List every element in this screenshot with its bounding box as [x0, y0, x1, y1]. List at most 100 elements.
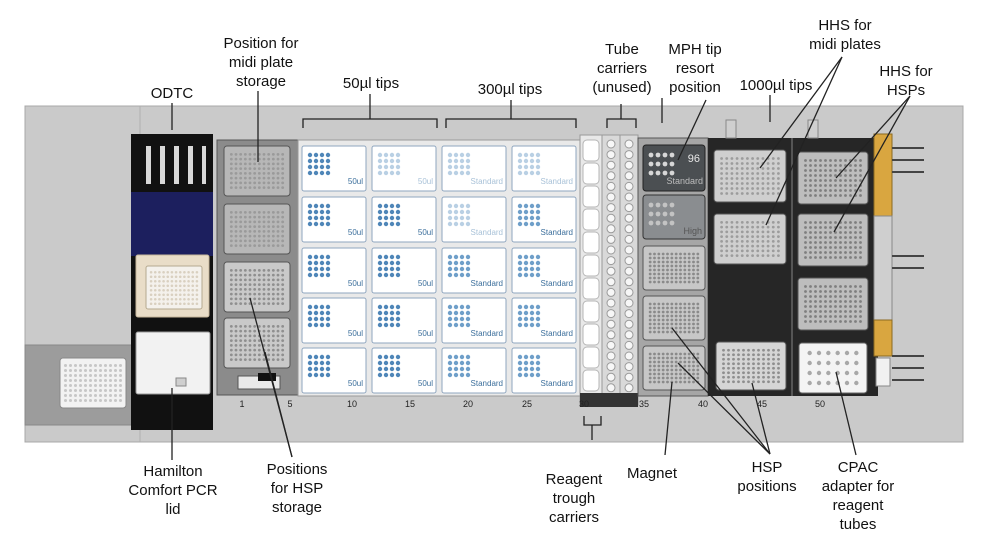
tip-dot [383, 354, 389, 360]
storage-plate-well [229, 181, 233, 185]
odtc-well [195, 293, 199, 297]
storage-plate-well [243, 225, 247, 229]
tip-dot [465, 272, 471, 278]
hhs-hsp-plate-well [839, 184, 842, 187]
hhs-midi-plate-well [720, 157, 723, 160]
tip-dot [325, 272, 331, 278]
storage-plate-well [276, 167, 280, 171]
odtc-well [158, 275, 161, 279]
tip-dot [447, 310, 453, 316]
hhs-hsp-plate-well [849, 194, 852, 197]
hhs-hsp-plate-well [777, 375, 780, 379]
storage-plate-well [234, 268, 238, 272]
tip-dot [529, 170, 535, 176]
hhs-hsp-plate-well [859, 221, 862, 224]
hhs-hsp-plate-well [824, 221, 827, 224]
storage-plate-well [281, 278, 285, 282]
storage-plate-well [229, 353, 233, 357]
mph-high-label: High [683, 226, 702, 236]
storage-plate-well [243, 343, 247, 347]
storage-plate-well [248, 358, 252, 362]
lid-plate-well [94, 379, 97, 382]
storage-plate-well [281, 157, 285, 161]
hhs-hsp-plate-well [834, 300, 837, 303]
magnet-plate-well [674, 260, 678, 264]
storage-plate-well [229, 302, 233, 306]
storage-plate [223, 203, 291, 255]
storage-plate-well [257, 176, 261, 180]
hhs-hsp-plate-well [752, 353, 755, 357]
storage-plate-well [243, 167, 247, 171]
tip-dot [465, 164, 471, 170]
storage-plate-well [257, 268, 261, 272]
hhs-hsp-plate-well [824, 226, 827, 229]
storage-plate-well [239, 268, 243, 272]
tip-dot [377, 304, 383, 310]
magnet-plate-well [696, 318, 700, 322]
tip-dot [453, 158, 459, 164]
hhs-midi-plate-well [720, 182, 723, 185]
lid-plate-well [109, 384, 112, 387]
hhs-midi-plate-well [735, 225, 739, 229]
tip-dot [319, 170, 325, 176]
hhs-hsp-plate-well [767, 362, 770, 366]
tip-dot [377, 310, 383, 316]
magnet-plate-well [657, 376, 661, 380]
hhs-midi-plate-well [725, 244, 729, 248]
hhs-hsp-plate-well [809, 221, 812, 224]
lid-plate-well [104, 394, 107, 397]
tip-dot [389, 304, 395, 310]
storage-plate-well [253, 292, 257, 296]
hhs-hsp-plate-well [809, 300, 812, 303]
storage-plate-well [257, 283, 261, 287]
storage-plate-well [262, 244, 266, 248]
tip-dot [447, 354, 453, 360]
magnet-plate-well [687, 314, 691, 318]
magnet-plate-well [683, 264, 687, 268]
odtc-well [187, 288, 190, 292]
lid-plate-well [99, 389, 102, 392]
storage-plate-well [229, 215, 233, 219]
hhs-hsp-plate-well [742, 362, 745, 366]
odtc-well [195, 270, 199, 274]
hhs-hsp-plate-well [849, 184, 852, 187]
storage-plate-well [281, 343, 285, 347]
hhs-hsp-plate-well [839, 236, 842, 239]
hhs-hsp-plate-well [824, 194, 827, 197]
magnet-plate-well [653, 376, 656, 380]
tip-dot [325, 260, 331, 266]
magnet-plate-well [653, 380, 656, 384]
tip-dot [459, 215, 465, 221]
tip-dot [465, 322, 471, 328]
storage-plate-well [243, 162, 247, 166]
magnet-plate-well [692, 280, 695, 284]
tube [606, 277, 616, 287]
tube [606, 171, 616, 181]
storage-plate-well [239, 334, 243, 338]
hhs-hsp-plate-well [859, 241, 862, 244]
hhs-hsp-plate-well [839, 174, 842, 177]
mph-tip [662, 170, 668, 176]
lid-plate-well [94, 369, 97, 372]
tip-dot [383, 310, 389, 316]
odtc-well [187, 275, 190, 279]
hhs-hsp-plate-well [757, 380, 760, 384]
storage-plate-well [267, 324, 271, 328]
tube [606, 319, 616, 329]
hhs-hsp-plate-well [854, 221, 857, 224]
hhs-hsp-plate-well [844, 226, 847, 229]
hhs-hsp-plate-well [834, 310, 837, 313]
storage-plate-well [267, 292, 271, 296]
storage-plate-well [243, 234, 247, 238]
storage-plate-well [276, 324, 280, 328]
hhs-midi-plate-well [725, 162, 729, 165]
storage-plate-well [281, 297, 285, 301]
odtc-well [178, 275, 182, 279]
storage-plate-well [262, 297, 266, 301]
tip-dot [517, 266, 523, 272]
lid-plate-well [89, 389, 92, 392]
magnet-plate-well [657, 314, 661, 318]
lid-plate-well [79, 379, 82, 382]
storage-plate-well [271, 292, 275, 296]
storage-plate-well [243, 297, 247, 301]
